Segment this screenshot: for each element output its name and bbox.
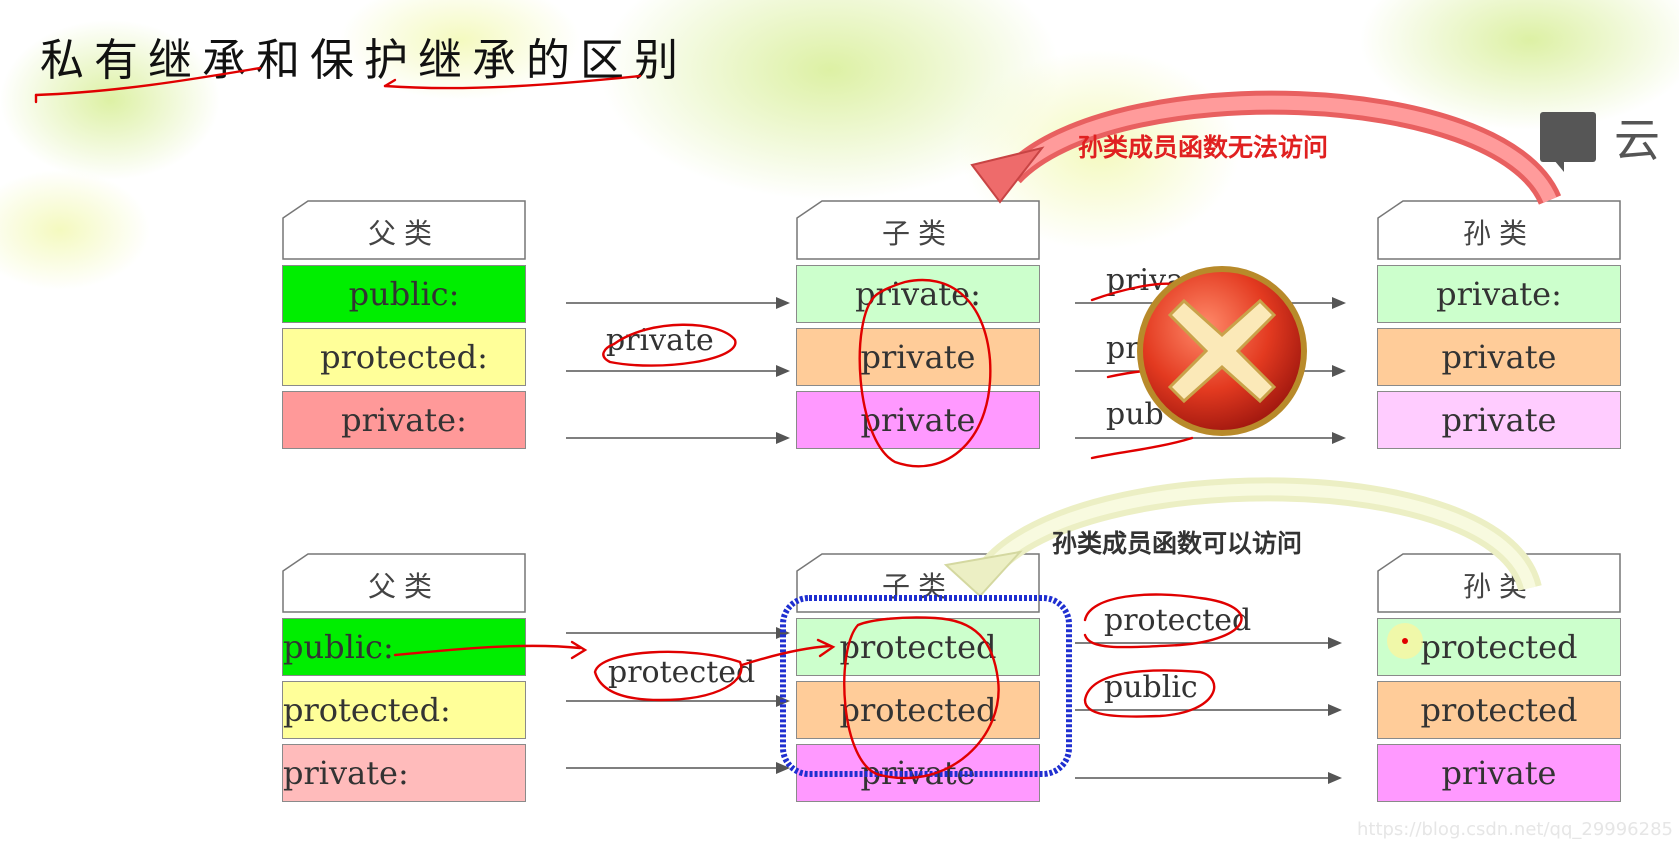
bottom-child-row-1: protected — [796, 618, 1040, 676]
top-inherit-label: private — [606, 323, 714, 358]
bottom-child-row-2: protected — [796, 681, 1040, 739]
top-grandchild-header: 孙类 — [1377, 200, 1621, 260]
bottom-grandchild-row-3: private — [1377, 744, 1621, 802]
top-arrow-label-2: pr — [1106, 331, 1140, 366]
top-arrow-label-3: pub — [1106, 397, 1164, 432]
top-note: 孙类成员函数无法访问 — [1078, 133, 1329, 162]
top-parent-class-box: 父类 public: protected: private: — [282, 200, 526, 449]
bottom-child-class-box: 子类 protected protected private — [796, 553, 1040, 802]
bottom-note: 孙类成员函数可以访问 — [1052, 529, 1303, 558]
top-child-row-2: private — [796, 328, 1040, 386]
top-parent-protected-row: protected: — [282, 328, 526, 386]
error-x-icon — [1137, 266, 1307, 436]
bottom-parent-protected-row: protected: — [282, 681, 526, 739]
top-grandchild-class-box: 孙类 private: private private — [1377, 200, 1621, 449]
top-grandchild-row-3: private — [1377, 391, 1621, 449]
bottom-grandchild-row-2: protected — [1377, 681, 1621, 739]
top-grandchild-row-2: private — [1377, 328, 1621, 386]
bottom-inherit-label: protected — [608, 655, 756, 690]
bottom-child-header: 子类 — [796, 553, 1040, 613]
bottom-grandchild-class-box: 孙类 protected protected private — [1377, 553, 1621, 802]
top-parent-header: 父类 — [282, 200, 526, 260]
page-title: 私有继承和保护继承的区别 — [40, 35, 688, 86]
watermark: https://blog.csdn.net/qq_29996285 — [1356, 819, 1673, 840]
top-child-row-3: private — [796, 391, 1040, 449]
bottom-grandchild-header: 孙类 — [1377, 553, 1621, 613]
logo: 云 — [1540, 104, 1660, 172]
top-grandchild-row-1: private: — [1377, 265, 1621, 323]
bottom-parent-private-row: private: — [282, 744, 526, 802]
top-child-header: 子类 — [796, 200, 1040, 260]
top-child-row-1: private: — [796, 265, 1040, 323]
bottom-parent-public-row: public: — [282, 618, 526, 676]
bottom-child-row-3: private — [796, 744, 1040, 802]
bottom-parent-header: 父类 — [282, 553, 526, 613]
bottom-grandchild-row-1: protected — [1377, 618, 1621, 676]
bottom-arrow-label-2: public — [1104, 670, 1198, 705]
bottom-arrow-label-1: protected — [1104, 603, 1252, 638]
top-parent-public-row: public: — [282, 265, 526, 323]
bottom-parent-class-box: 父类 public: protected: private: — [282, 553, 526, 802]
logo-book-icon — [1540, 112, 1596, 172]
logo-text: 云 — [1614, 113, 1660, 167]
top-parent-private-row: private: — [282, 391, 526, 449]
top-child-class-box: 子类 private: private private — [796, 200, 1040, 449]
